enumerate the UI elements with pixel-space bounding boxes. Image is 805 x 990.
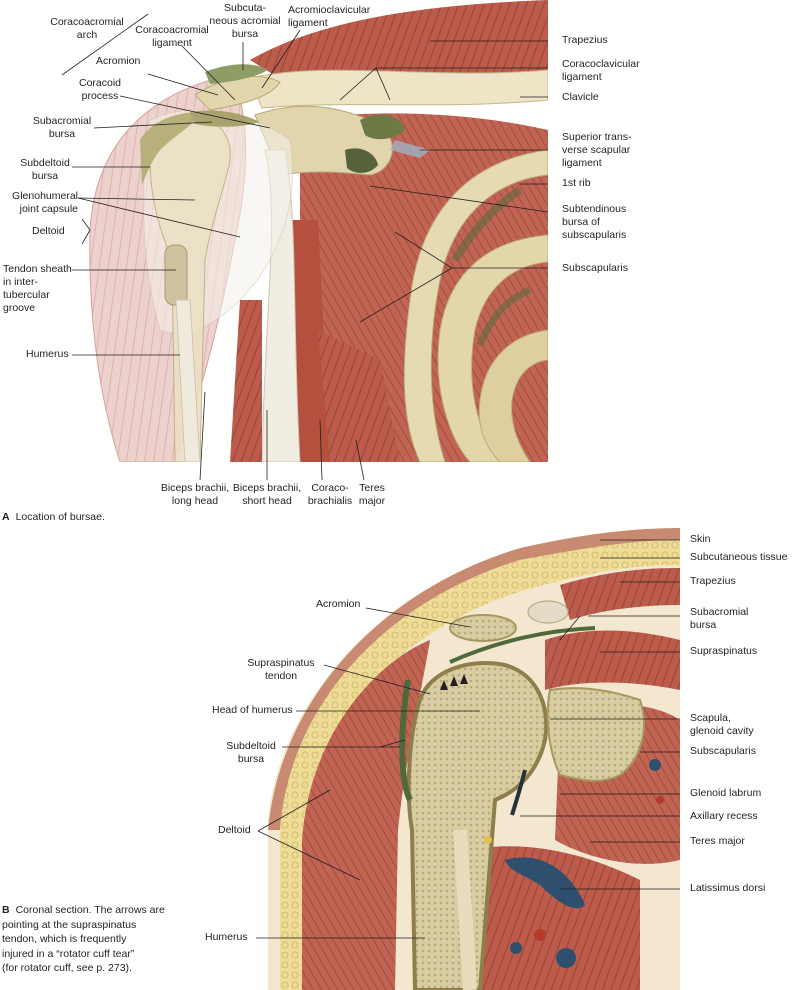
label-acromioclavicular-ligament: Acromioclavicular ligament	[288, 4, 371, 29]
label-coracoacromial-ligament: Coracoacromial ligament	[135, 24, 209, 49]
label-trapezius-b: Trapezius	[690, 575, 736, 587]
label-teres-major-b: Teres major	[690, 835, 745, 847]
label-coracoclavicular-ligament: Coracoclavicular ligament	[562, 58, 640, 83]
caption-letter-b: B	[2, 904, 10, 916]
label-subacromial-bursa-b: Subacromial bursa	[690, 606, 749, 631]
label-humerus-b: Humerus	[205, 931, 248, 943]
label-glenoid-labrum: Glenoid labrum	[690, 787, 762, 799]
label-deltoid-a: Deltoid	[32, 225, 65, 237]
label-subtendinous-bursa: Subtendinous bursa of subscapularis	[562, 203, 627, 241]
label-acromion-b: Acromion	[316, 598, 361, 610]
label-coracobrachialis: Coraco- brachialis	[307, 482, 353, 507]
label-superior-transverse-scapular-ligament: Superior trans- verse scapular ligament	[562, 131, 632, 169]
label-biceps-short-head: Biceps brachii, short head	[232, 482, 302, 507]
label-trapezius-a: Trapezius	[562, 34, 608, 46]
label-coracoacromial-arch: Coracoacromial arch	[50, 16, 124, 41]
caption-text-a: Location of bursae.	[15, 511, 105, 523]
label-axillary-recess: Axillary recess	[690, 810, 758, 822]
label-head-of-humerus: Head of humerus	[212, 704, 293, 716]
label-scapula-glenoid-cavity: Scapula, glenoid cavity	[690, 712, 754, 737]
label-tendon-sheath: Tendon sheath in inter- tubercular groov…	[3, 263, 72, 314]
panel-a-illustration	[88, 0, 548, 462]
label-latissimus-dorsi: Latissimus dorsi	[690, 882, 766, 894]
label-humerus-a: Humerus	[26, 348, 69, 360]
label-supraspinatus-tendon: Supraspinatus tendon	[247, 657, 315, 682]
label-clavicle: Clavicle	[562, 91, 599, 103]
label-coracoid-process: Coracoid process	[78, 77, 122, 102]
label-subacromial-bursa: Subacromial bursa	[32, 115, 92, 140]
panel-a-leader-lines	[61, 13, 549, 481]
label-supraspinatus: Supraspinatus	[690, 645, 758, 657]
label-first-rib: 1st rib	[562, 177, 591, 189]
label-subdeltoid-bursa-b: Subdeltoid bursa	[226, 740, 276, 765]
subcutaneous-acromial-bursa-shape	[205, 64, 268, 84]
panel-b-leader-lines	[256, 539, 680, 939]
label-biceps-long-head: Biceps brachii, long head	[160, 482, 230, 507]
label-subscapularis-b: Subscapularis	[690, 745, 756, 757]
label-acromion: Acromion	[96, 55, 141, 67]
label-deltoid-b: Deltoid	[218, 824, 251, 836]
label-teres-major-a: Teres major	[358, 482, 386, 507]
label-subdeltoid-bursa: Subdeltoid bursa	[20, 157, 70, 182]
caption-letter-a: A	[2, 511, 10, 523]
label-subscapularis-a: Subscapularis	[562, 262, 628, 274]
label-glenohumeral-joint-capsule: Glenohumeral joint capsule	[12, 190, 78, 215]
label-skin: Skin	[690, 533, 711, 545]
label-subcutaneous-acromial-bursa: Subcuta- neous acromial bursa	[209, 2, 281, 40]
label-subcutaneous-tissue: Subcutaneous tissue	[690, 551, 788, 563]
caption-panel-a: A Location of bursae.	[2, 510, 105, 525]
caption-text-b: Coronal section. The arrows are pointing…	[2, 904, 165, 974]
